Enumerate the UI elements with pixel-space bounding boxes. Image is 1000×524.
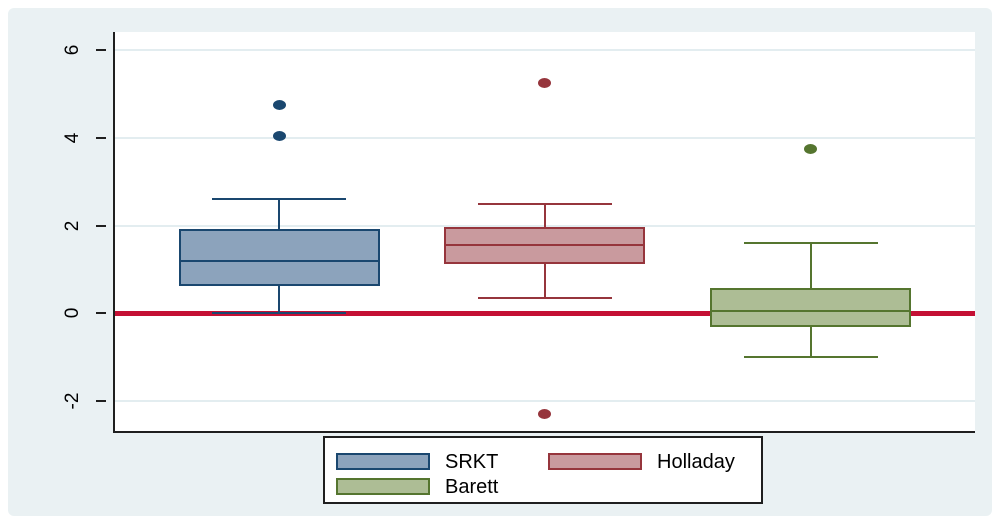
median-srkt <box>178 259 380 262</box>
y-tick-label-4: 4 <box>62 132 83 144</box>
y-tick-label-6: 6 <box>62 44 83 56</box>
gridline-y-2 <box>115 400 975 402</box>
plot-area <box>113 32 975 433</box>
y-tick-label--2: -2 <box>62 392 83 410</box>
y-tick-label-2: 2 <box>62 220 83 231</box>
whisker-lower-srkt <box>278 284 281 314</box>
whisker-lower-holladay <box>543 262 546 298</box>
y-tick-2 <box>96 224 106 227</box>
outlier-dot-holladay-1 <box>538 409 552 420</box>
gridline-y4 <box>115 136 975 139</box>
y-tick-6 <box>96 49 106 51</box>
gridline-y6 <box>115 49 975 51</box>
whisker-lower-barett <box>809 326 812 358</box>
whisker-cap-lower-barett <box>743 356 878 359</box>
box-srkt <box>178 228 380 286</box>
legend-swatch-holladay <box>548 453 642 470</box>
legend-label-barett: Barett <box>445 475 499 498</box>
chart-canvas: 6 4 2 0 -2 SRKT Holladay Barett <box>8 8 992 516</box>
legend-label-srkt: SRKT <box>445 450 499 473</box>
y-tick-4 <box>96 136 106 139</box>
legend-swatch-barett <box>336 478 430 495</box>
legend-item-srkt: SRKT <box>336 451 498 472</box>
legend-swatch-srkt <box>336 453 430 470</box>
legend-item-holladay: Holladay <box>548 451 735 472</box>
whisker-cap-upper-barett <box>743 242 878 245</box>
outlier-dot-srkt-0 <box>272 130 286 141</box>
whisker-cap-lower-srkt <box>212 312 347 315</box>
legend-item-barett: Barett <box>336 476 498 497</box>
zero-reference-line <box>115 311 975 317</box>
y-tick--2 <box>96 400 106 402</box>
outlier-dot-barett-0 <box>804 143 818 154</box>
whisker-cap-upper-srkt <box>212 198 347 201</box>
y-tick-0 <box>96 312 106 315</box>
legend-label-holladay: Holladay <box>657 450 735 473</box>
outlier-dot-holladay-0 <box>538 77 552 88</box>
median-holladay <box>444 244 646 247</box>
whisker-cap-upper-holladay <box>477 202 612 205</box>
box-barett <box>710 288 912 328</box>
y-tick-label-0: 0 <box>62 307 83 319</box>
outlier-dot-srkt-1 <box>272 99 286 110</box>
whisker-upper-srkt <box>278 199 281 230</box>
whisker-cap-lower-holladay <box>477 296 612 299</box>
median-barett <box>710 310 912 313</box>
whisker-upper-barett <box>809 243 812 290</box>
legend: SRKT Holladay Barett <box>323 436 763 504</box>
whisker-upper-holladay <box>543 203 546 228</box>
